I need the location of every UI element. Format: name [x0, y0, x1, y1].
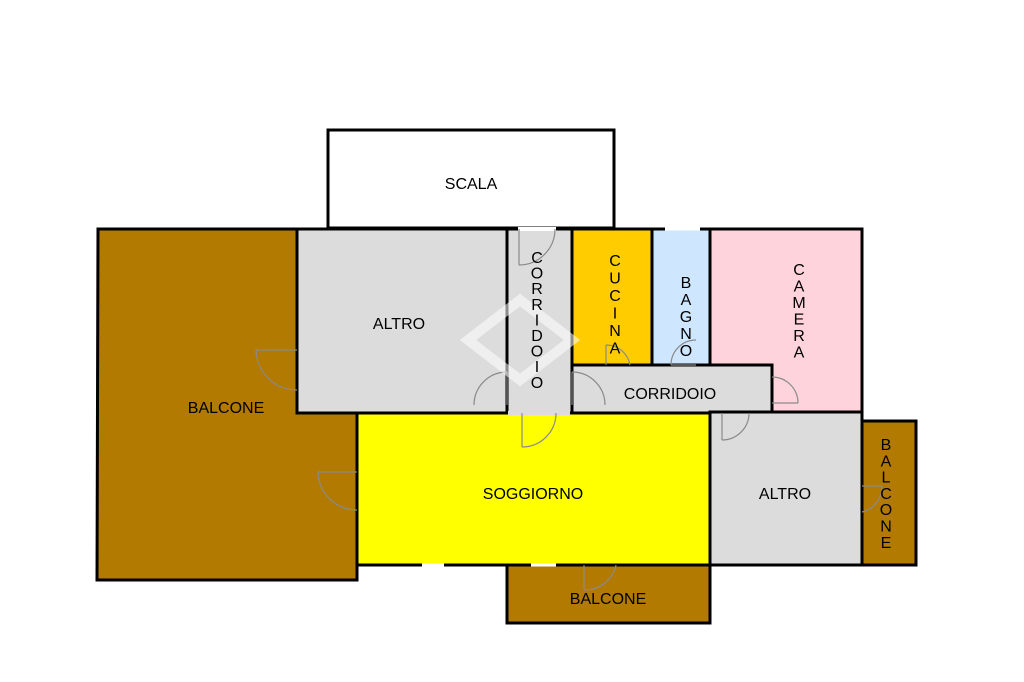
watermark-logo [459, 293, 581, 387]
label-balcone-left: BALCONE [188, 400, 264, 417]
label-balcone-bottom: BALCONE [570, 591, 646, 608]
label-altro-right: ALTRO [759, 486, 811, 503]
label-soggiorno: SOGGIORNO [483, 486, 583, 503]
label-altro-top: ALTRO [373, 316, 425, 333]
label-corridoio-horizontal: CORRIDOIO [624, 386, 716, 403]
openings [422, 227, 700, 567]
room-scala [326, 128, 616, 230]
room-balcone-bottom [505, 563, 712, 625]
room-balcone-right [860, 419, 918, 567]
room-cucina [570, 227, 654, 367]
door-swings [255, 228, 883, 591]
label-scala: SCALA [445, 176, 498, 193]
